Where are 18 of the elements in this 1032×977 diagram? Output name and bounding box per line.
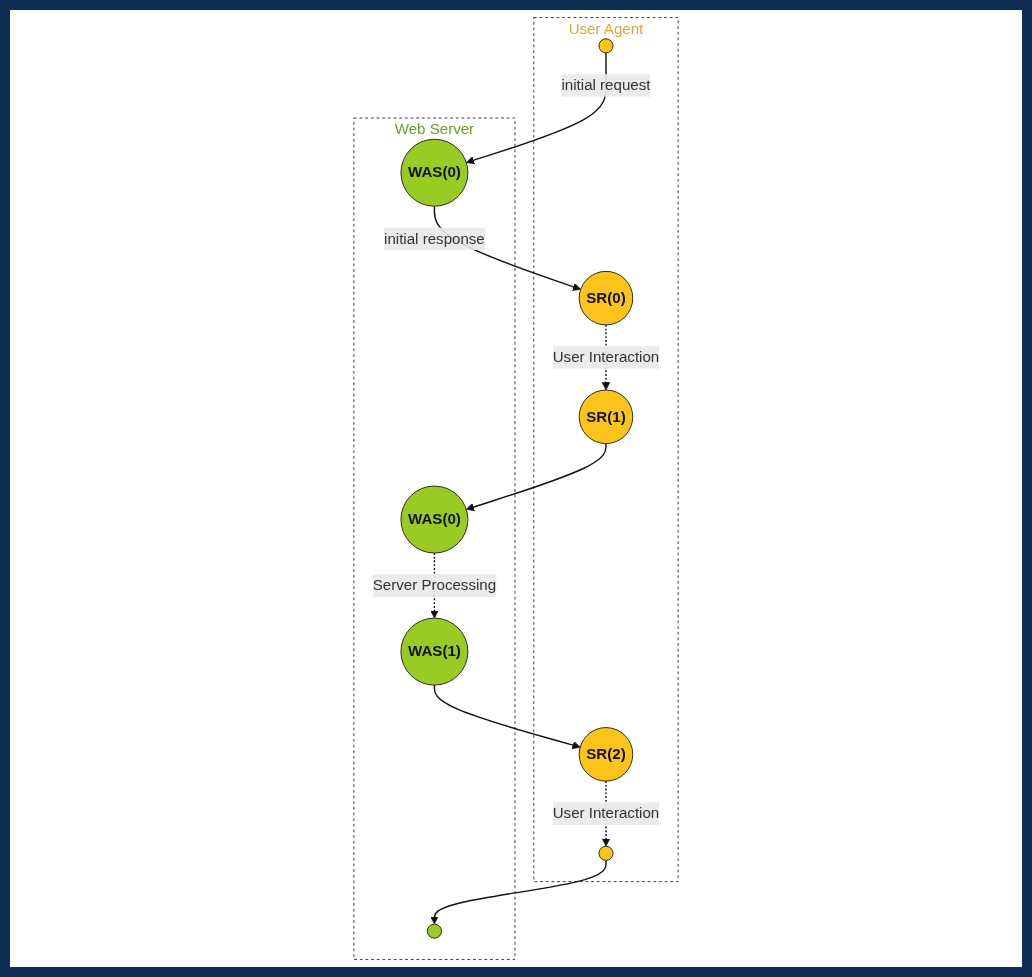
node-circle: SR(1) — [578, 389, 634, 445]
node-circle: SR(0) — [578, 270, 634, 326]
arrow — [430, 859, 607, 925]
edge-label: User Interaction — [552, 805, 660, 822]
edge-label: initial request — [561, 76, 651, 94]
arrow — [433, 684, 581, 750]
node-circle: SR(2) — [578, 727, 634, 782]
node-circle: WAS(1) — [400, 617, 469, 686]
edge-label: User Interaction — [552, 348, 660, 366]
edge-label: initial response — [384, 230, 485, 247]
edge-label: Server Processing — [372, 577, 497, 594]
node-circle — [598, 845, 614, 861]
node-circle: WAS(0) — [400, 138, 469, 207]
node-circle — [426, 923, 442, 939]
arrow — [465, 442, 607, 512]
node-circle — [598, 38, 614, 54]
node-circle: WAS(0) — [400, 485, 469, 554]
arrow — [465, 52, 607, 165]
